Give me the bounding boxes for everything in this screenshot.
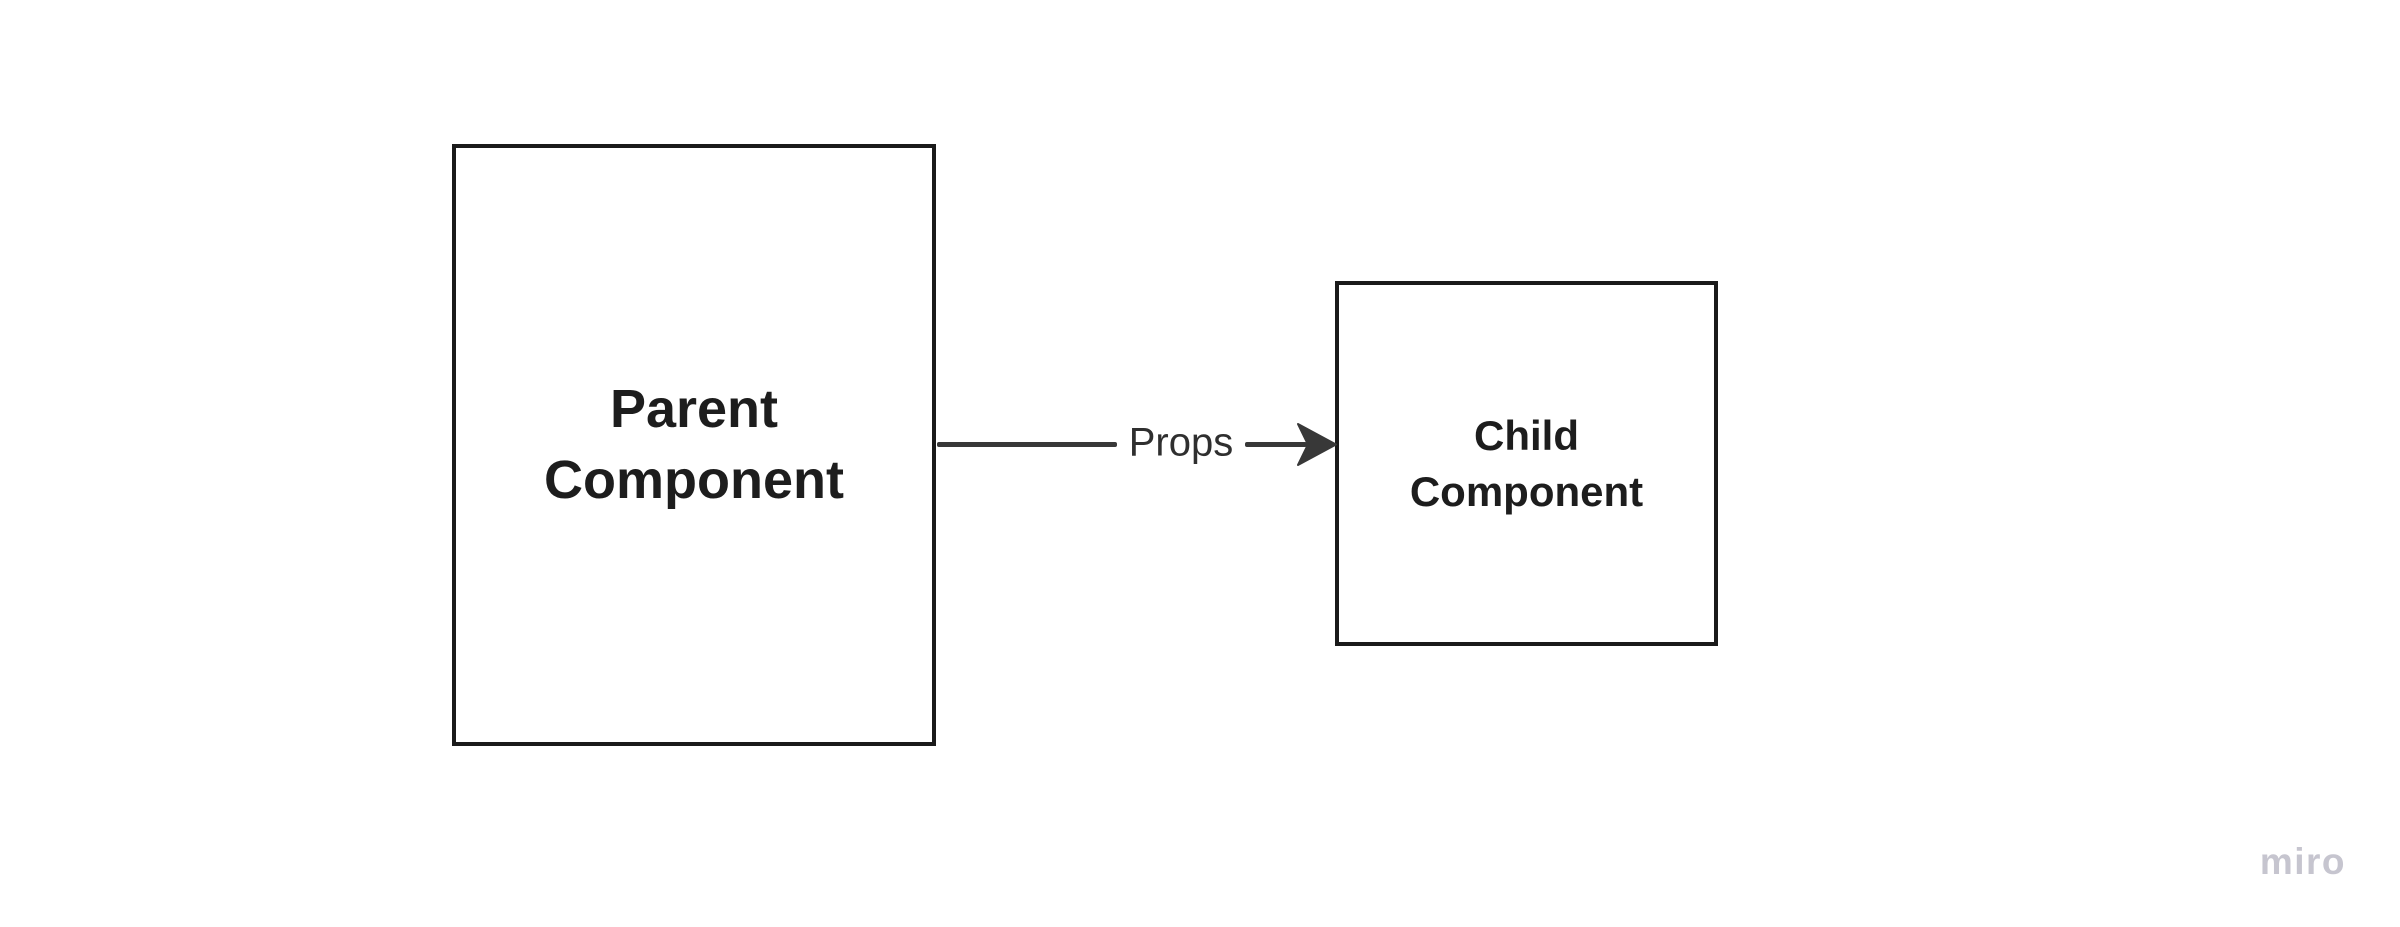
child-label-line-1: Child <box>1474 412 1579 460</box>
child-node-label: Child Component <box>1339 408 1714 519</box>
child-label-line-2: Component <box>1409 467 1644 515</box>
parent-label-line-1: Parent <box>609 378 779 439</box>
arrowhead-icon <box>1297 423 1337 466</box>
miro-watermark: miro <box>2259 841 2346 882</box>
connector-label[interactable]: Props <box>1128 420 1234 465</box>
parent-label-line-2: Component <box>544 450 844 510</box>
parent-node-label: Parent Component <box>456 374 932 517</box>
parent-component-node[interactable]: Parent Component <box>452 144 936 746</box>
child-component-node[interactable]: Child Component <box>1335 281 1718 646</box>
connector-line-right[interactable] <box>1245 442 1307 447</box>
connector-line-left[interactable] <box>937 442 1117 447</box>
